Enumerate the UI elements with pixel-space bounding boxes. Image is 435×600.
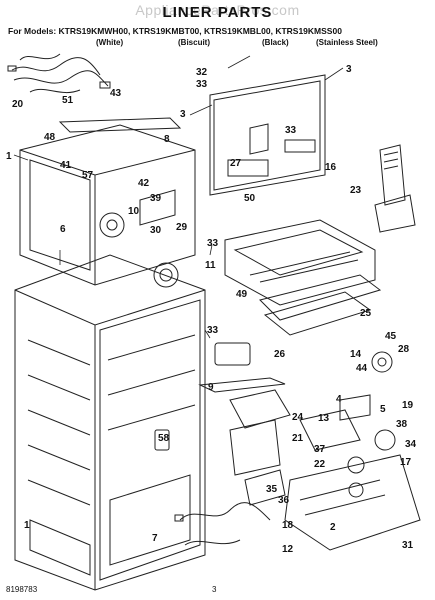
callout-14: 14 [350,349,362,360]
callout-33-panel: 33 [285,125,297,136]
page-number: 3 [212,585,217,594]
callout-34: 34 [405,439,417,450]
callout-45: 45 [385,331,397,342]
callout-17: 17 [400,457,412,468]
callout-28: 28 [398,344,410,355]
color-label-white: (White) [96,38,124,47]
callout-29: 29 [176,222,188,233]
callout-2: 2 [330,522,336,533]
callout-35: 35 [266,484,278,495]
callout-22: 22 [314,459,326,470]
callout-38: 38 [396,419,408,430]
callout-30: 30 [150,225,162,236]
callout-10: 10 [128,206,140,217]
callout-8: 8 [164,134,170,145]
callout-57: 57 [82,170,94,181]
color-label-stainless: (Stainless Steel) [316,38,378,47]
callout-33-lower: 33 [207,325,219,336]
callout-12: 12 [282,544,294,555]
dispenser-chute-drawing [229,389,291,506]
callout-21: 21 [292,433,304,444]
watermark-text: AppliancePartsPros.com [135,2,300,18]
callout-33-mid: 33 [207,238,219,249]
callout-33-top: 33 [196,79,208,90]
color-label-biscuit: (Biscuit) [178,38,210,47]
callout-27: 27 [230,158,242,169]
callout-11: 11 [205,260,216,271]
callout-3-right: 3 [346,64,352,75]
crisper-tray-drawing [224,219,382,336]
callout-19: 19 [402,400,414,411]
dispenser-assembly-drawing [374,144,416,233]
callout-48: 48 [44,132,56,143]
models-line: For Models: KTRS19KMWH00, KTRS19KMBT00, … [8,26,342,36]
callout-1-top: 1 [6,151,12,162]
leader-lines [13,55,344,339]
callout-58: 58 [158,433,170,444]
wire-harness-20-drawing [7,53,111,94]
callout-24: 24 [292,412,304,423]
misc-components-drawing [154,342,286,546]
callout-26: 26 [274,349,286,360]
callout-25: 25 [360,308,372,319]
cabinet-top-housing-drawing [19,117,196,288]
callout-49: 49 [236,289,248,300]
callout-50: 50 [244,193,256,204]
callout-51: 51 [62,95,74,106]
fresh-food-liner-drawing [14,254,206,591]
callout-31: 31 [402,540,414,551]
callout-13: 13 [318,413,330,424]
callout-7: 7 [152,533,158,544]
callout-37: 37 [314,444,326,455]
callout-16: 16 [325,162,337,173]
callout-18: 18 [282,520,294,531]
callout-9: 9 [208,382,214,393]
callout-4: 4 [336,394,342,405]
callout-42: 42 [138,178,150,189]
callout-20: 20 [12,99,24,110]
callout-5: 5 [380,404,386,415]
callout-6: 6 [60,224,66,235]
callout-23: 23 [350,185,362,196]
callout-labels: 20 51 48 43 41 57 42 39 10 6 30 29 8 32 … [6,64,417,555]
callout-43: 43 [110,88,122,99]
callout-36: 36 [278,495,290,506]
valve-and-motor-parts-drawing [284,351,421,551]
document-number: 8198783 [6,585,38,594]
color-label-black: (Black) [262,38,289,47]
callout-44: 44 [356,363,368,374]
callout-3-left: 3 [180,109,186,120]
callout-32: 32 [196,67,208,78]
callout-39: 39 [150,193,162,204]
page-title: LINER PARTS [162,4,273,21]
callout-41: 41 [60,160,72,171]
rear-panel-drawing [209,74,326,196]
callout-1-bottom: 1 [24,520,30,531]
